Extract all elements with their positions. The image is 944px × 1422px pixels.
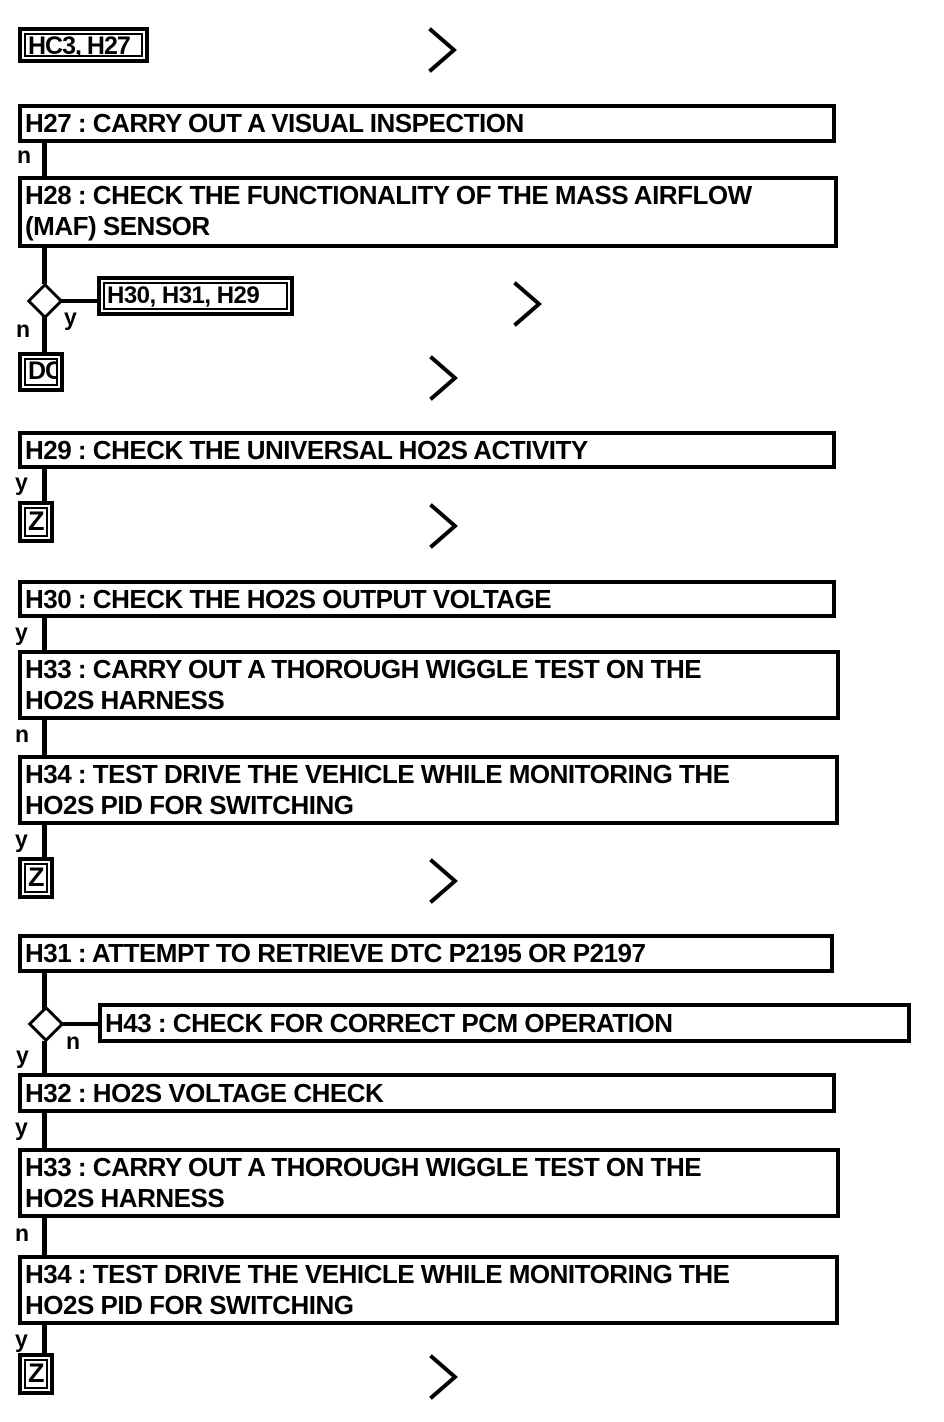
ref-box-entry: HC3, H27 (18, 27, 149, 63)
ref-box-dc-label: DC (24, 358, 58, 386)
branch-label-no: n (17, 142, 32, 168)
chevron-right-icon[interactable] (427, 26, 457, 74)
connector-line (42, 616, 47, 652)
step-box-h34: H34 : TEST DRIVE THE VEHICLE WHILE MONIT… (18, 755, 839, 825)
step-box-h43: H43 : CHECK FOR CORRECT PCM OPERATION (98, 1003, 911, 1043)
ref-box-branch-yes-label: H30, H31, H29 (103, 282, 288, 310)
connector-line (42, 141, 47, 178)
connector-line (61, 1022, 101, 1026)
step-h33-text-line2: HO2S HARNESS (25, 1183, 225, 1213)
chevron-right-icon[interactable] (428, 502, 458, 550)
step-h29-text: H29 : CHECK THE UNIVERSAL HO2S ACTIVITY (25, 435, 588, 465)
step-h30-text: H30 : CHECK THE HO2S OUTPUT VOLTAGE (25, 584, 552, 614)
ref-box-z: Z (18, 1353, 54, 1395)
decision-diamond (26, 282, 64, 320)
step-h32-text: H32 : HO2S VOLTAGE CHECK (25, 1078, 384, 1108)
ref-box-z: Z (18, 501, 54, 543)
step-box-h30: H30 : CHECK THE HO2S OUTPUT VOLTAGE (18, 580, 836, 618)
step-box-h29: H29 : CHECK THE UNIVERSAL HO2S ACTIVITY (18, 431, 836, 469)
step-box-h33: H33 : CARRY OUT A THOROUGH WIGGLE TEST O… (18, 650, 840, 720)
chevron-right-icon[interactable] (428, 857, 458, 905)
step-h33-text-line2: HO2S HARNESS (25, 685, 225, 715)
decision-diamond (27, 1005, 65, 1043)
branch-label-no: n (15, 1220, 30, 1246)
step-h31-text: H31 : ATTEMPT TO RETRIEVE DTC P2195 OR P… (25, 938, 646, 968)
connector-line (42, 718, 47, 757)
ref-box-z-label: Z (24, 507, 48, 537)
branch-label-no: n (16, 316, 31, 342)
step-h28-text-line1: H28 : CHECK THE FUNCTIONALITY OF THE MAS… (25, 180, 752, 210)
branch-label-no: n (66, 1028, 81, 1054)
branch-label-yes: y (15, 469, 28, 495)
branch-label-yes: y (15, 1326, 28, 1352)
connector-line (42, 971, 47, 1013)
connector-line (42, 1323, 47, 1355)
branch-label-yes: y (16, 1042, 29, 1068)
ref-box-z-label: Z (24, 863, 48, 893)
connector-line (42, 467, 47, 503)
connector-line (60, 299, 100, 303)
ref-box-branch-yes: H30, H31, H29 (97, 276, 294, 316)
connector-line (42, 823, 47, 859)
step-box-h31: H31 : ATTEMPT TO RETRIEVE DTC P2195 OR P… (18, 934, 834, 973)
branch-label-yes: y (15, 1114, 28, 1140)
chevron-right-icon[interactable] (428, 1353, 458, 1401)
step-box-h34: H34 : TEST DRIVE THE VEHICLE WHILE MONIT… (18, 1255, 839, 1325)
connector-line (42, 1111, 47, 1150)
connector-line (42, 1041, 47, 1075)
branch-label-no: n (15, 721, 30, 747)
step-h33-text-line1: H33 : CARRY OUT A THOROUGH WIGGLE TEST O… (25, 1152, 702, 1182)
step-h34-text-line2: HO2S PID FOR SWITCHING (25, 1290, 354, 1320)
step-h27-text: H27 : CARRY OUT A VISUAL INSPECTION (25, 108, 524, 138)
step-h43-text: H43 : CHECK FOR CORRECT PCM OPERATION (105, 1008, 673, 1038)
step-h34-text-line1: H34 : TEST DRIVE THE VEHICLE WHILE MONIT… (25, 1259, 730, 1289)
step-h33-text-line1: H33 : CARRY OUT A THOROUGH WIGGLE TEST O… (25, 654, 702, 684)
branch-label-yes: y (15, 619, 28, 645)
connector-line (42, 246, 47, 284)
step-box-h27: H27 : CARRY OUT A VISUAL INSPECTION (18, 104, 836, 143)
step-h28-text-line2: (MAF) SENSOR (25, 211, 210, 241)
chevron-right-icon[interactable] (512, 280, 542, 328)
step-h34-text-line1: H34 : TEST DRIVE THE VEHICLE WHILE MONIT… (25, 759, 730, 789)
branch-label-yes: y (15, 826, 28, 852)
connector-line (42, 1216, 47, 1257)
step-box-h28: H28 : CHECK THE FUNCTIONALITY OF THE MAS… (18, 176, 838, 248)
branch-label-yes: y (64, 304, 77, 330)
ref-box-z: Z (18, 857, 54, 899)
step-h34-text-line2: HO2S PID FOR SWITCHING (25, 790, 354, 820)
ref-box-z-label: Z (24, 1359, 48, 1389)
ref-box-dc: DC (18, 352, 64, 392)
step-box-h32: H32 : HO2S VOLTAGE CHECK (18, 1073, 836, 1113)
ref-box-entry-label: HC3, H27 (24, 33, 143, 57)
connector-line (42, 316, 47, 354)
step-box-h33: H33 : CARRY OUT A THOROUGH WIGGLE TEST O… (18, 1148, 840, 1218)
chevron-right-icon[interactable] (428, 354, 458, 402)
